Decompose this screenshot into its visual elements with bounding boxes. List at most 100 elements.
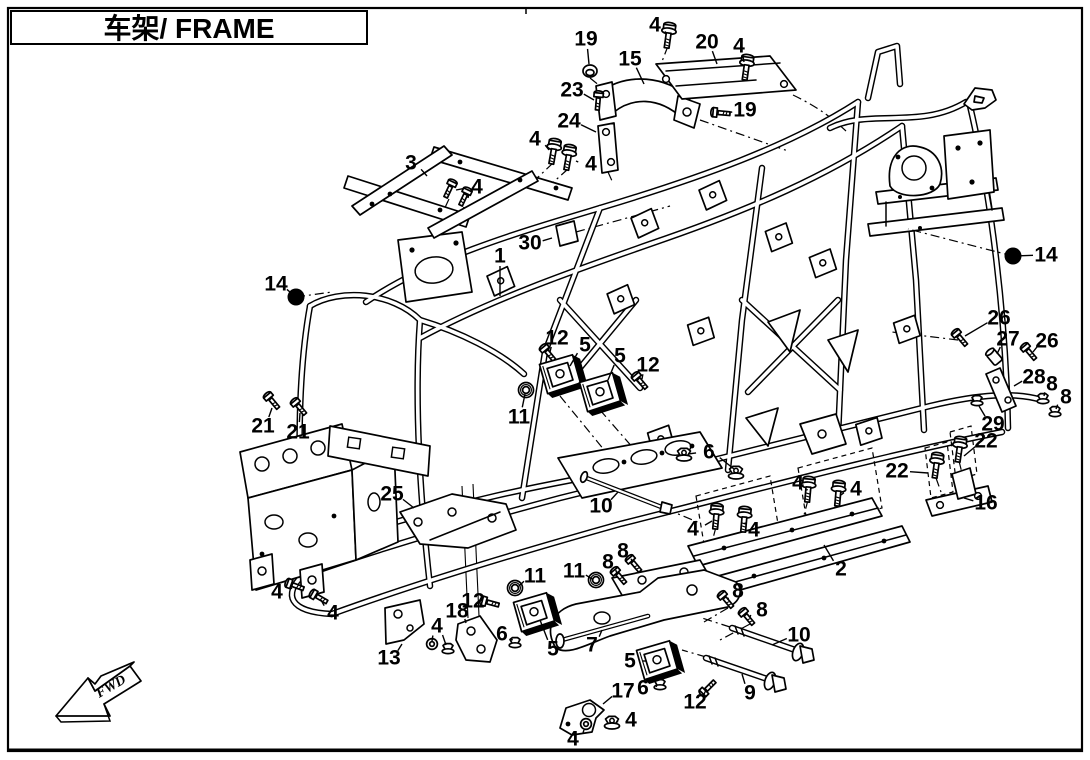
callout-28: 28 xyxy=(1013,366,1046,389)
fastener-bolt xyxy=(951,435,968,464)
callout-number: 9 xyxy=(744,682,756,705)
fastener-bolt xyxy=(928,451,945,480)
vin-tag xyxy=(555,220,579,247)
callout-number: 4 xyxy=(529,128,541,151)
leader-line xyxy=(1013,380,1023,387)
fastener-boltS xyxy=(479,595,501,608)
callout-number: 4 xyxy=(431,615,443,638)
fastener-nut xyxy=(675,447,693,462)
callout-number: 17 xyxy=(611,680,634,703)
fastener-bolt xyxy=(830,479,847,508)
fastener-washer xyxy=(587,571,605,589)
callout-27: 27 xyxy=(996,328,1020,355)
fastener-washerS xyxy=(425,637,439,651)
callout-6: 6 xyxy=(687,441,735,470)
leader-line xyxy=(964,322,988,337)
callout-12: 12 xyxy=(683,689,707,714)
callout-25: 25 xyxy=(380,483,415,509)
engine-mount-5 xyxy=(512,591,563,637)
callout-10: 10 xyxy=(589,491,619,518)
callout-number: 2 xyxy=(835,558,847,581)
callout-number: 5 xyxy=(579,334,591,357)
fastener-boltS xyxy=(593,89,605,111)
leader-line xyxy=(397,643,403,652)
leader-line xyxy=(771,637,788,646)
leader-line xyxy=(1055,404,1059,410)
callout-8: 8 xyxy=(727,580,744,603)
leader-line xyxy=(616,720,619,723)
leader-line xyxy=(711,50,718,65)
callout-number: 4 xyxy=(471,176,483,199)
leader-line xyxy=(635,67,645,85)
callout-6: 6 xyxy=(637,677,658,700)
leader-line xyxy=(607,364,615,381)
callout-number: 21 xyxy=(286,421,310,444)
callout-4: 4 xyxy=(455,176,483,199)
leader-line xyxy=(664,31,667,35)
callout-number: 27 xyxy=(996,328,1019,351)
plug-dot xyxy=(1004,247,1022,265)
page-frame: 车架/ FRAME xyxy=(6,6,1084,753)
fastener-boltS xyxy=(458,186,473,207)
fastener-grommet xyxy=(582,64,598,78)
leader-line xyxy=(464,618,467,624)
callout-number: 8 xyxy=(617,540,629,563)
fastener-washer xyxy=(506,579,524,597)
leader-line xyxy=(615,569,618,575)
fastener-nutS xyxy=(508,636,522,649)
fastener-boltS xyxy=(716,589,735,610)
bracket-28 xyxy=(985,367,1017,413)
leader-line xyxy=(728,111,733,114)
fastener-boltS xyxy=(737,606,756,627)
leader-line xyxy=(521,393,526,408)
callout-number: 12 xyxy=(683,691,706,714)
callout-14: 14 xyxy=(907,228,1058,267)
rear-shock-tower xyxy=(888,129,995,200)
fastener-boltS xyxy=(284,577,306,592)
callout-number: 4 xyxy=(585,153,597,176)
leader-line xyxy=(1032,346,1038,353)
leader-line xyxy=(583,93,595,101)
front-bulkhead xyxy=(239,423,431,599)
leader-line xyxy=(586,48,590,65)
front-rack xyxy=(343,145,573,239)
frame-line-art xyxy=(239,42,1046,736)
fastener-boltS xyxy=(709,106,731,118)
callout-16: 16 xyxy=(963,492,998,515)
callout-number: 4 xyxy=(748,519,760,542)
callout-5: 5 xyxy=(624,650,646,673)
gusset-plate xyxy=(397,231,473,303)
leader-line xyxy=(575,160,579,163)
leader-line xyxy=(909,470,929,474)
leader-line xyxy=(742,55,745,63)
leader-line xyxy=(402,498,415,509)
callout-4: 4 xyxy=(840,478,862,501)
callout-29: 29 xyxy=(978,405,1005,436)
callout-12: 12 xyxy=(461,590,488,613)
leader-line xyxy=(840,492,845,496)
callout-number: 14 xyxy=(1034,244,1058,267)
callout-4: 4 xyxy=(271,581,293,604)
callout-8: 8 xyxy=(602,551,618,575)
callout-number: 6 xyxy=(496,623,508,646)
leader-line xyxy=(431,635,434,642)
callout-18: 18 xyxy=(445,600,469,624)
callout-number: 26 xyxy=(1035,330,1058,353)
callout-8: 8 xyxy=(1055,386,1072,410)
callout-number: 16 xyxy=(974,492,997,515)
leader-line xyxy=(598,629,603,637)
callout-4: 4 xyxy=(687,518,713,541)
leader-line xyxy=(719,457,735,470)
callout-15: 15 xyxy=(618,48,645,85)
callout-20: 20 xyxy=(695,31,719,65)
fastener-nutS xyxy=(441,642,455,655)
leader-line xyxy=(544,144,550,151)
callout-19: 19 xyxy=(728,99,757,122)
callout-number: 19 xyxy=(733,99,756,122)
leader-line xyxy=(704,520,713,526)
leader-line xyxy=(610,491,619,501)
callout-number: 11 xyxy=(563,560,586,583)
leader-line xyxy=(585,574,593,580)
fastener-nutS xyxy=(1048,405,1062,418)
